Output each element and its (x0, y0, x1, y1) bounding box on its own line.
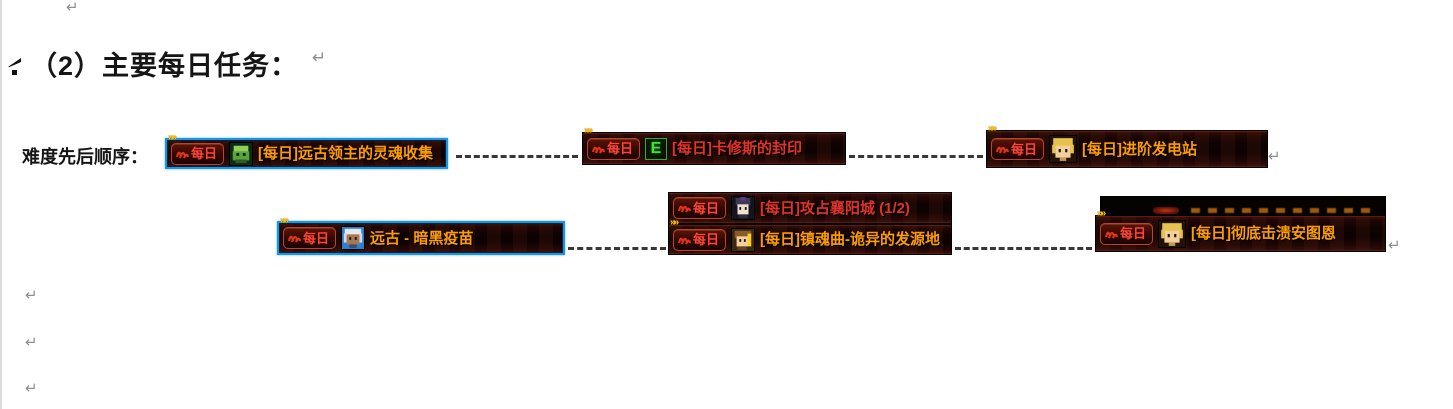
quest-badge-requiem-strange-origin[interactable]: »» 每日 [每日]镇魂曲-诡异的发源地 (668, 218, 952, 255)
blonde-portrait-icon (1049, 135, 1078, 163)
paragraph-mark: ↵ (66, 0, 79, 16)
chevrons-icon: »» (670, 217, 679, 228)
claw-icon (1104, 231, 1118, 239)
daily-tag: 每日 (171, 142, 225, 165)
claw-icon (995, 146, 1009, 154)
claw-icon (287, 235, 301, 243)
connector-dash (568, 247, 666, 250)
paragraph-mark: ↵ (25, 379, 38, 397)
quest-badge-ancient-dark-vaccine[interactable]: »» 每日 远古 - 暗黑疫苗 (277, 216, 565, 255)
quest-label: 远古 - 暗黑疫苗 (370, 229, 474, 247)
claw-icon (175, 151, 189, 159)
paragraph-mark: ↵ (25, 333, 38, 351)
chevrons-icon: »» (168, 132, 177, 143)
quest-label: [每日]进阶发电站 (1082, 140, 1198, 158)
quest-badge-ancient-lord-souls[interactable]: »» 每日 [每日]远古领主的灵魂收集 (165, 133, 448, 169)
chevrons-icon: »» (280, 215, 289, 226)
daily-tag-label: 每日 (1120, 226, 1147, 241)
quest-label: [每日]攻占襄阳城 (1/2) (760, 199, 911, 217)
chevrons-icon: »» (988, 123, 997, 134)
daily-tag-label: 每日 (191, 146, 218, 161)
chevrons-icon: »» (1097, 208, 1106, 219)
quest-label: [每日]镇魂曲-诡异的发源地 (760, 231, 941, 248)
quest-badge-advanced-power-station[interactable]: »» 每日 [每日]进阶发电站 (986, 124, 1268, 168)
paragraph-mark: ↵ (25, 286, 38, 304)
dark-hair-portrait-icon (731, 196, 756, 220)
daily-tag: 每日 (991, 138, 1045, 160)
daily-tag: 每日 (673, 228, 727, 251)
connector-dash (456, 155, 578, 158)
daily-tag-label: 每日 (607, 141, 634, 156)
section-heading: （2）主要每日任务： (30, 51, 299, 81)
clipped-daily-tag (1153, 207, 1179, 214)
daily-tag-label: 每日 (693, 200, 720, 216)
white-hair-portrait-icon (341, 226, 366, 250)
daily-tag-label: 每日 (693, 232, 720, 247)
clipped-quest-text (1191, 208, 1371, 213)
daily-tag: 每日 (673, 197, 727, 219)
daily-tag-label: 每日 (1011, 141, 1038, 157)
quest-label: [每日]彻底击溃安图恩 (1191, 225, 1337, 242)
outline-collapse-icon[interactable] (8, 58, 21, 67)
blonde-portrait-icon (1158, 219, 1187, 248)
clipped-quest-badge (1100, 196, 1386, 215)
e-rank-icon: E (645, 137, 668, 160)
connector-dash (955, 247, 1092, 250)
claw-icon (677, 205, 691, 213)
daily-tag: 每日 (1100, 222, 1154, 245)
quest-label: [每日]卡修斯的封印 (672, 140, 803, 157)
paragraph-mark: ↵ (1388, 236, 1401, 254)
quest-label: [每日]远古领主的灵魂收集 (258, 145, 434, 162)
order-label: 难度先后顺序： (22, 147, 148, 167)
goblin-portrait-icon (229, 141, 254, 166)
quest-badge-kashius-seal[interactable]: »» 每日 E [每日]卡修斯的封印 (582, 126, 846, 165)
daily-tag-label: 每日 (303, 230, 330, 246)
outline-collapse-dot (12, 70, 17, 75)
daily-tag: 每日 (587, 137, 641, 160)
connector-dash (849, 155, 983, 158)
paragraph-mark: ↵ (312, 48, 327, 68)
page-left-edge (0, 0, 2, 409)
chevrons-icon: »» (584, 125, 593, 136)
child-portrait-icon (731, 227, 756, 252)
daily-tag: 每日 (283, 227, 337, 249)
paragraph-mark: ↵ (1268, 147, 1281, 165)
quest-badge-capture-xiangyang[interactable]: 每日 [每日]攻占襄阳城 (1/2) (668, 192, 952, 224)
claw-icon (591, 146, 605, 154)
claw-icon (677, 237, 691, 245)
quest-badge-crush-antoun[interactable]: »» 每日 [每日]彻底击溃安图恩 (1095, 209, 1386, 252)
